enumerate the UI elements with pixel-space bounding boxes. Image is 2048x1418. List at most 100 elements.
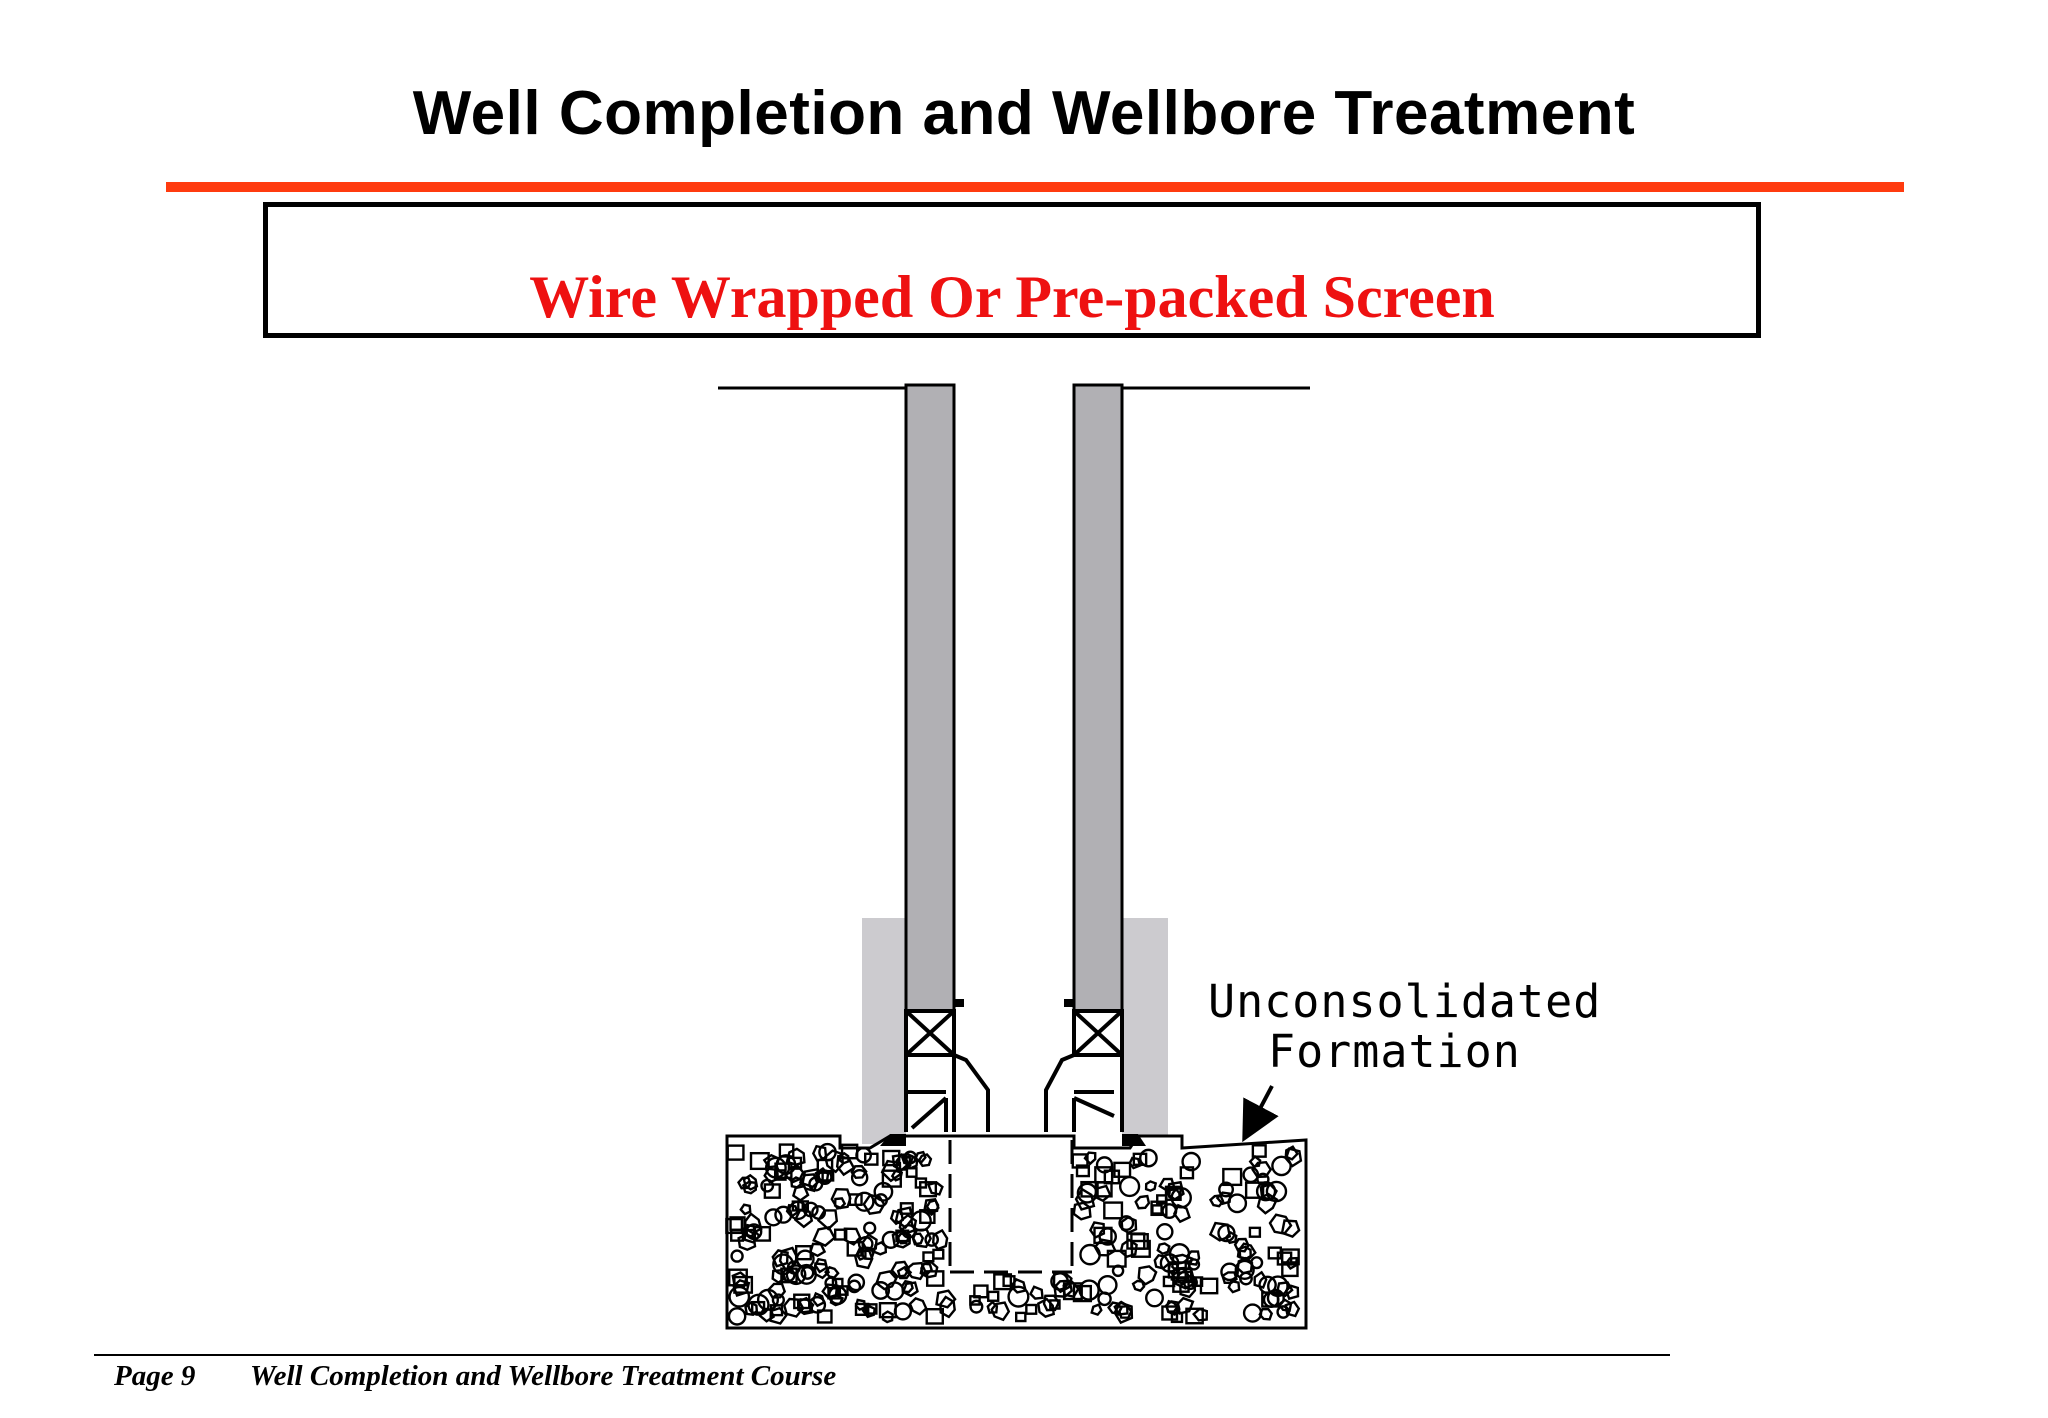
formation-grain (1258, 1307, 1274, 1321)
formation-grain (917, 1153, 933, 1168)
formation-grain (1139, 1148, 1158, 1168)
formation-grain (1261, 1291, 1280, 1308)
formation-grain (895, 1229, 910, 1243)
formation-grain (1191, 1276, 1204, 1287)
formation-grain (1192, 1307, 1209, 1322)
formation-grain (1208, 1221, 1232, 1242)
formation-grain (1227, 1279, 1241, 1294)
formation-grain (1025, 1303, 1038, 1315)
formation-grain (742, 1173, 759, 1191)
formation-grain (848, 1193, 863, 1207)
formation-grain (1119, 1238, 1138, 1259)
formation-grain (924, 1232, 940, 1247)
formation-grain (890, 1169, 904, 1182)
formation-grain (1128, 1156, 1142, 1170)
formation-grain (771, 1249, 789, 1268)
formation-grain (1179, 1280, 1197, 1299)
formation-grain (1007, 1285, 1030, 1308)
formation-grain (1103, 1201, 1124, 1220)
formation-grain (1158, 1177, 1176, 1192)
formation-grain (926, 1181, 944, 1196)
formation-grain (730, 1249, 744, 1263)
formation-grain (811, 1291, 826, 1308)
cement-right (1122, 918, 1168, 1144)
formation-label-line2: Formation (1268, 1025, 1521, 1078)
formation-grain (824, 1265, 840, 1279)
formation-grain (1053, 1279, 1074, 1298)
formation-grain (1113, 1161, 1132, 1178)
formation-grain (863, 1221, 877, 1235)
formation-grain (747, 1293, 770, 1316)
formation-grain (1131, 1279, 1146, 1293)
formation-grain (816, 1309, 833, 1324)
formation-grain (847, 1273, 866, 1292)
formation-grain (785, 1147, 806, 1166)
formation-grain (891, 1229, 912, 1249)
packer-left (904, 1009, 956, 1057)
formation-grain (987, 1290, 1000, 1302)
formation-grain (900, 1152, 915, 1165)
formation-grain (1145, 1288, 1164, 1308)
formation-grain (741, 1180, 758, 1195)
page-title: Well Completion and Wellbore Treatment (412, 79, 1636, 148)
formation-grain (764, 1208, 783, 1227)
formation-grain (993, 1273, 1013, 1291)
formation-grain (925, 1270, 945, 1287)
formation-grain (871, 1281, 891, 1300)
formation-grain (808, 1176, 824, 1192)
formation-grain (1089, 1221, 1106, 1239)
slips-left (904, 1055, 956, 1132)
formation-grain (794, 1245, 812, 1261)
formation-grain (854, 1191, 875, 1212)
formation-grain (881, 1310, 894, 1324)
formation-grain (744, 1301, 759, 1316)
formation-grain (732, 1278, 751, 1297)
formation-grain (763, 1183, 781, 1199)
formation-grain (854, 1302, 870, 1317)
formation-grain (1284, 1256, 1299, 1270)
formation-grain (727, 1307, 747, 1326)
formation-grain (753, 1225, 772, 1242)
formation-grain (1042, 1294, 1060, 1312)
formation-grain (769, 1306, 788, 1325)
crossover-left (953, 1053, 990, 1132)
formation-grain (763, 1167, 780, 1184)
formation-grain (919, 1181, 938, 1198)
formation-grain (1271, 1155, 1292, 1177)
formation-grain (1002, 1275, 1016, 1288)
formation-grain (931, 1228, 949, 1251)
formation-grain (910, 1210, 932, 1232)
formation-grain (1284, 1147, 1303, 1168)
formation-grain (1079, 1243, 1101, 1266)
formation-grain (1253, 1270, 1268, 1289)
formation-grain (880, 1159, 902, 1183)
formation-grain (1156, 1242, 1171, 1256)
formation-grain (745, 1223, 763, 1241)
formation-grain (899, 1202, 914, 1215)
footer-course: Well Completion and Wellbore Treatment C… (250, 1360, 837, 1392)
formation-grain (861, 1304, 877, 1319)
formation-grain (1268, 1213, 1293, 1235)
formation-grain (855, 1247, 867, 1261)
formation-grain (1075, 1164, 1091, 1178)
formation-grain (889, 1209, 905, 1226)
formation-grain (838, 1151, 850, 1165)
formation-grain (1251, 1144, 1267, 1158)
formation-grain (969, 1295, 981, 1306)
formation-grain (769, 1304, 784, 1317)
slips-right (1072, 1055, 1124, 1132)
formation-grain (1118, 1215, 1135, 1232)
formation-grain (1134, 1194, 1151, 1210)
formation-grain (903, 1261, 927, 1281)
formation-grain (808, 1242, 827, 1258)
formation-grain (1137, 1265, 1158, 1286)
formation-grain (1218, 1181, 1235, 1198)
formation-grain (1156, 1194, 1168, 1205)
formation-grain (1036, 1297, 1056, 1319)
formation-grain (901, 1281, 919, 1298)
formation-grain (1220, 1262, 1239, 1282)
formation-grain (875, 1270, 898, 1291)
formation-grain (1078, 1279, 1100, 1301)
formation-label-line1: Unconsolidated (1208, 975, 1602, 1028)
